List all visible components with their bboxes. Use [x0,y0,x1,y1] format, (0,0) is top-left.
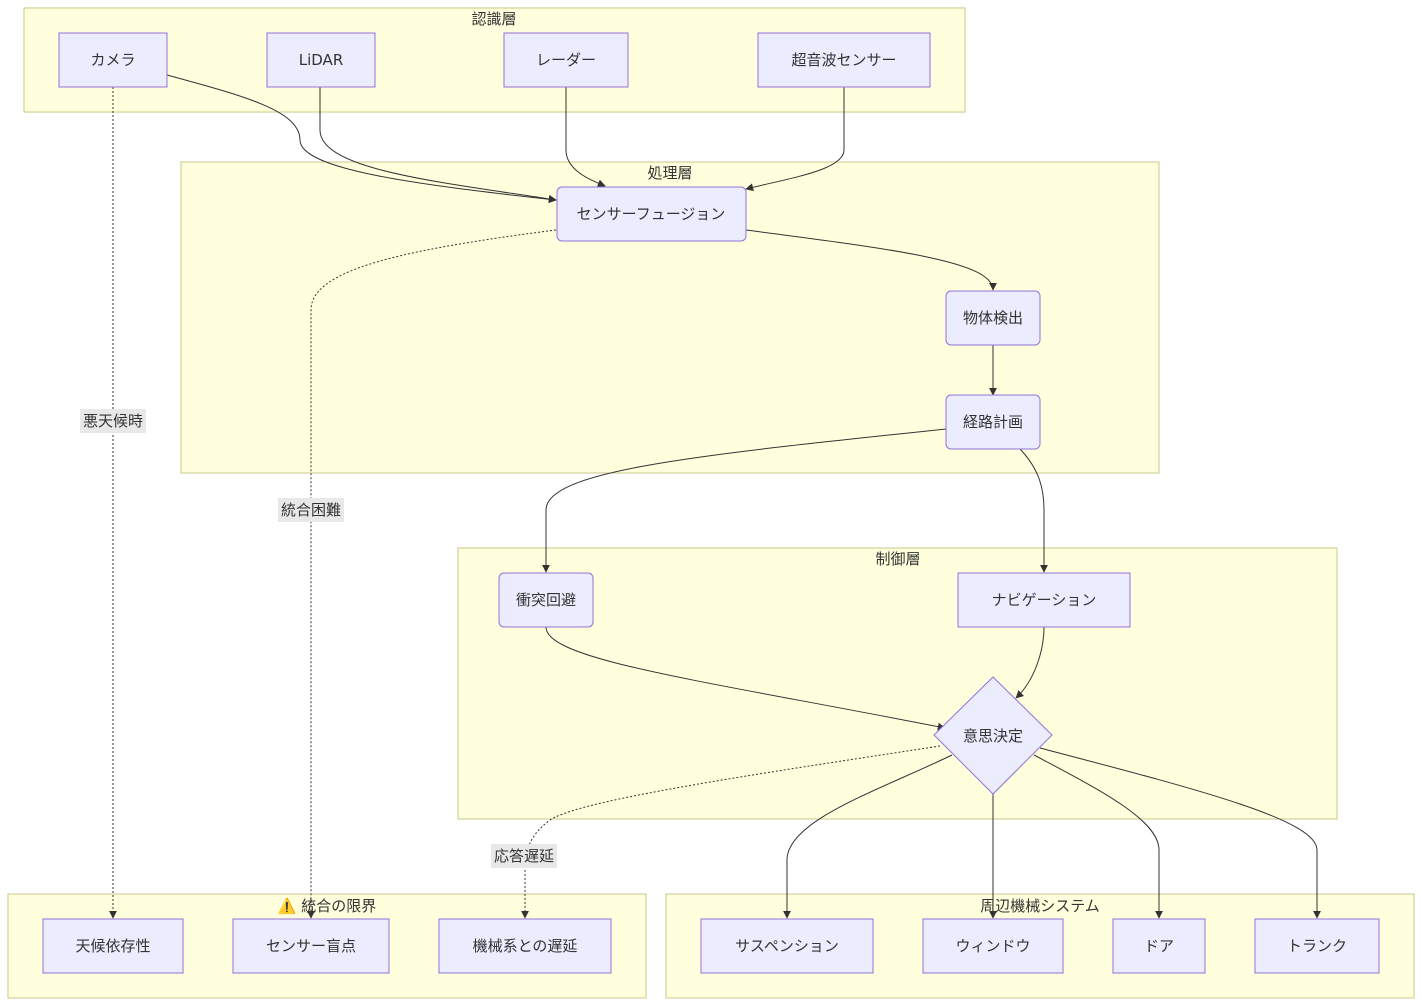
node-trunk: トランク [1254,918,1380,974]
cluster-peripheral-title: 周辺機械システム [980,897,1100,915]
edges [109,74,1321,919]
node-suspension: サスペンション [700,918,874,974]
edge-decision-door [1033,754,1163,919]
svg-text:トランク: トランク [1287,937,1347,955]
edge-decision-suspension [783,754,953,919]
svg-text:意思決定: 意思決定 [963,727,1023,745]
cluster-perception-title: 認識層 [471,10,516,28]
node-lidar: LiDAR [266,32,376,88]
edge-planning-navigation [1019,448,1048,573]
svg-text:ウィンドウ: ウィンドウ [955,937,1030,955]
edge-label-bad-weather: 悪天候時 [80,409,146,433]
node-decision: 意思決定 [933,676,1053,795]
node-fusion: センサーフュージョン [556,186,747,242]
node-planning: 経路計画 [945,394,1041,450]
cluster-control-title: 制御層 [875,550,920,568]
edge-lidar-fusion [319,87,557,203]
svg-text:悪天候時: 悪天候時 [83,412,143,430]
node-camera: カメラ [58,32,168,88]
edge-ultrasonic-fusion [745,87,845,192]
svg-text:サスペンション: サスペンション [735,937,839,955]
node-ultrasonic: 超音波センサー [757,32,931,88]
svg-text:統合困難: 統合困難 [281,501,341,519]
svg-text:衝突回避: 衝突回避 [516,591,576,609]
edge-planning-avoidance [542,428,947,573]
edge-navigation-decision [1015,626,1045,699]
cluster-control: 制御層 [457,547,1338,820]
edge-fusion-detection [745,229,997,291]
node-door: ドア [1112,918,1206,974]
node-navigation: ナビゲーション [957,572,1131,628]
edge-label-integration-difficulty: 統合困難 [278,498,344,522]
edge-avoidance-decision [545,626,946,731]
edge-radar-fusion [565,87,606,188]
node-avoidance: 衝突回避 [498,572,594,628]
node-radar: レーダー [503,32,629,88]
svg-text:センサーフュージョン: センサーフュージョン [577,205,726,223]
edge-fusion-blindspot [307,229,557,919]
svg-text:カメラ: カメラ [90,51,135,69]
svg-text:LiDAR: LiDAR [299,51,344,69]
edge-camera-fusion [166,74,557,204]
svg-text:物体検出: 物体検出 [963,309,1023,327]
svg-text:センサー盲点: センサー盲点 [266,937,356,955]
svg-text:ナビゲーション: ナビゲーション [992,591,1097,609]
svg-text:応答遅延: 応答遅延 [494,847,554,865]
cluster-processing-title: 処理層 [647,164,692,182]
cluster-limits-title: ⚠️ 統合の限界 [278,897,376,915]
node-detection: 物体検出 [945,290,1041,346]
svg-text:超音波センサー: 超音波センサー [791,51,896,69]
svg-text:ドア: ドア [1144,937,1174,955]
node-weather: 天候依存性 [42,918,184,974]
node-delay: 機械系との遅延 [438,918,612,974]
edge-decision-trunk [1039,747,1321,919]
svg-text:レーダー: レーダー [536,51,596,69]
svg-text:機械系との遅延: 機械系との遅延 [473,937,578,955]
svg-text:天候依存性: 天候依存性 [75,937,150,955]
edge-label-response-delay: 応答遅延 [491,844,557,868]
svg-text:経路計画: 経路計画 [963,413,1023,431]
node-blindspot: センサー盲点 [232,918,390,974]
node-window: ウィンドウ [922,918,1064,974]
